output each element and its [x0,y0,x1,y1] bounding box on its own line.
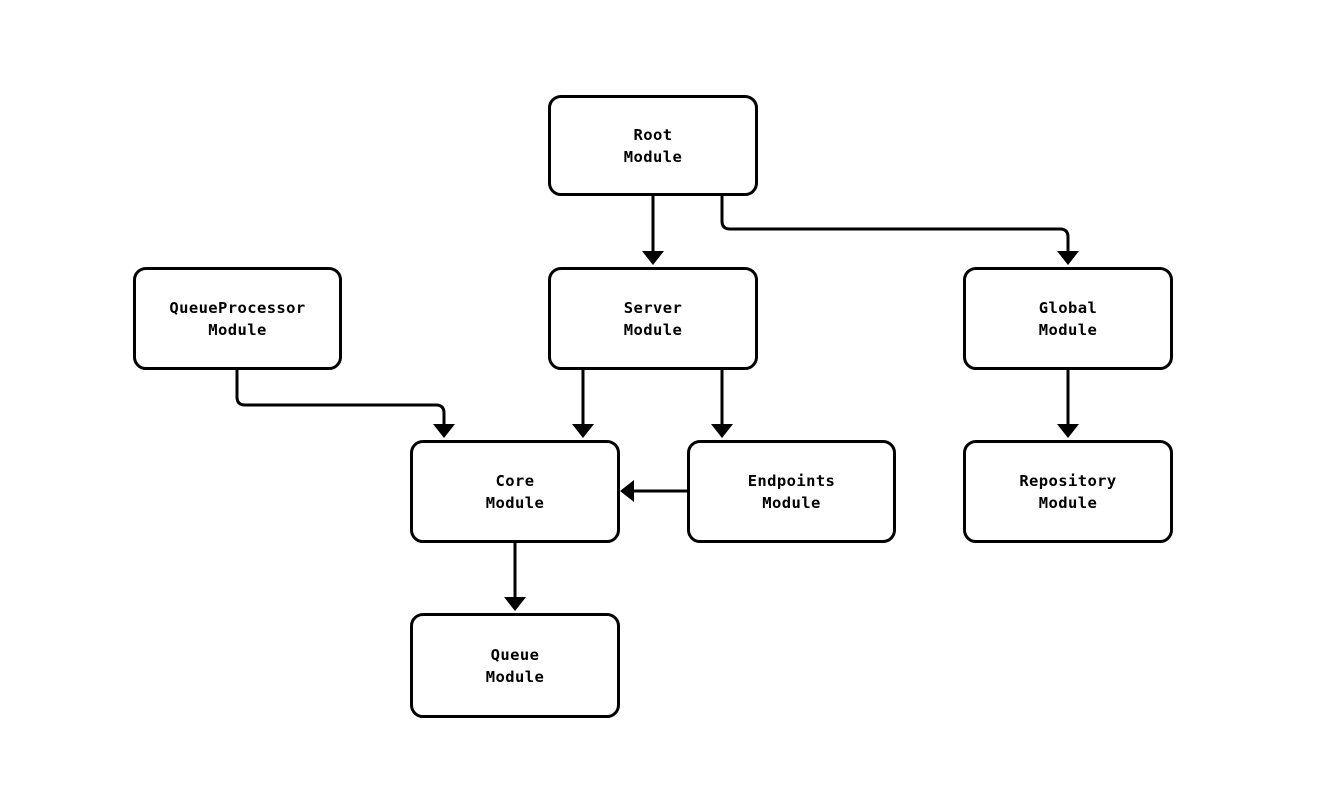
queueprocessor-module-label-line1: QueueProcessor [169,298,306,317]
global-module-label-line1: Global [1038,298,1098,317]
core-module-label-line2: Module [485,493,545,512]
endpoints-module-node[interactable]: Endpoints Module [687,440,896,543]
edge-core-to-queue-arrowhead [504,597,526,611]
edge-endpoints-to-core-arrowhead [620,480,634,502]
edge-queueprocessor-to-core-arrowhead [433,424,455,438]
global-module-node[interactable]: Global Module [963,267,1173,370]
queue-module-label-line1: Queue [490,645,540,664]
server-module-node[interactable]: Server Module [548,267,758,370]
edge-global-to-repository-arrowhead [1057,424,1079,438]
queueprocessor-module-label-line2: Module [208,320,267,339]
root-module-node[interactable]: Root Module [548,95,758,196]
core-module-label-line1: Core [495,471,535,490]
repository-module-label-line1: Repository [1019,471,1117,490]
core-module-node[interactable]: Core Module [410,440,620,543]
server-module-label-line1: Server [623,298,683,317]
root-module-label-line2: Module [623,147,683,166]
repository-module-label-line2: Module [1038,493,1098,512]
endpoints-module-label-line1: Endpoints [747,471,836,490]
endpoints-module-label-line2: Module [762,493,821,512]
edge-root-to-global-arrowhead [1057,251,1079,265]
edge-server-to-endpoints-arrowhead [711,424,733,438]
edge-queueprocessor-to-core [235,370,446,426]
edge-root-to-server-arrowhead [642,251,664,265]
repository-module-node[interactable]: Repository Module [963,440,1173,543]
queueprocessor-module-node[interactable]: QueueProcessor Module [133,267,342,370]
server-module-label-line2: Module [623,320,683,339]
edge-root-to-global [720,196,1070,253]
edge-server-to-core-arrowhead [572,424,594,438]
queue-module-node[interactable]: Queue Module [410,613,620,718]
queue-module-label-line2: Module [485,667,545,686]
root-module-label-line1: Root [633,125,673,144]
global-module-label-line2: Module [1038,320,1098,339]
